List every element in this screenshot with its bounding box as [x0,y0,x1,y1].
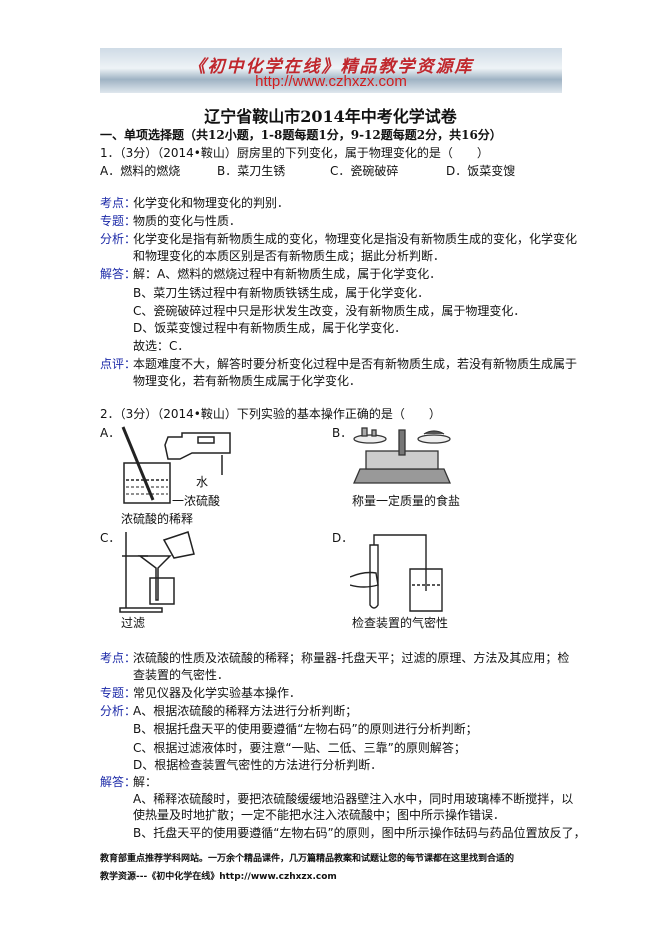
q2-option-c-letter: C． [100,531,121,545]
q2-zhuanti-label: 专题： [100,686,137,700]
q1-zhuanti-label: 专题： [100,214,137,228]
q1-option-b: B．菜刀生锈 [217,164,286,178]
q1-jieda-line: B、菜刀生锈过程中有新物质铁锈生成，属于化学变化． [133,286,430,300]
q1-dianping-label: 点评： [100,357,137,371]
q2-kaodian-line: 查装置的气密性． [133,668,230,682]
q1-jieda-line: D、饭菜变馊过程中有新物质生成，属于化学变化． [133,321,407,335]
q2-option-b-letter: B． [332,426,353,440]
q2-jieda-label: 解答： [100,775,137,789]
q2-option-b-caption: 称量一定质量的食盐 [352,494,461,508]
q2-fenxi-label: 分析： [100,704,137,718]
q2-option-a-letter: A． [100,426,121,440]
q1-option-a: A．燃料的燃烧 [100,164,181,178]
q1-dianping-line: 本题难度不大，解答时要分析变化过程中是否有新物质生成，若没有新物质生成属于 [133,357,578,371]
q1-kaodian-label: 考点： [100,196,137,210]
q2-kaodian-line: 浓硫酸的性质及浓硫酸的稀释；称量器-托盘天平；过滤的原理、方法及其应用；检 [133,651,570,665]
q1-stem: 1．（3分）（2014•鞍山）厨房里的下列变化，属于物理变化的是（ ） [100,146,489,160]
q1-kaodian: 化学变化和物理变化的判别． [133,196,290,210]
q2-kaodian-label: 考点： [100,651,137,665]
fig-a-label-acid: 一浓硫酸 [172,494,221,508]
q2-fenxi-line: C、根据过滤液体时，要注意“一贴、二低、三靠”的原则解答； [133,741,466,755]
footer-line: 教育部重点推荐学科网站。一万余个精品课件，几万篇精品教案和试题让您的每节课都在这… [100,854,515,864]
section-heading: 一、单项选择题（共12小题，1-8题每题1分，9-12题每题2分，共16分） [100,128,502,142]
q2-fenxi-line: A、根据浓硫酸的稀释方法进行分析判断； [133,704,358,718]
q2-fenxi-line: B、根据托盘天平的使用要遵循“左物右码”的原则进行分析判断； [133,722,478,736]
q2-jieda-line: 使热量及时地扩散；一定不能把水注入浓硫酸中；图中所示操作错误． [133,808,506,822]
q1-fenxi-line: 化学变化是指有新物质生成的变化，物理变化是指没有新物质生成的变化，化学变化 [133,232,578,246]
page-title: 辽宁省鞍山市2014年中考化学试卷 [204,107,457,126]
dilution-figure [121,426,231,504]
filtration-figure [119,531,195,613]
q1-jieda-line: C、瓷碗破碎过程中只是形状发生改变，没有新物质生成，属于物理变化． [133,304,526,318]
balance-figure [353,427,451,484]
q2-jieda-line: A、稀释浓硫酸时，要把浓硫酸缓缓地沿器壁注入水中，同时用玻璃棒不断搅拌，以 [133,792,574,806]
q2-jieda-line: B、托盘天平的使用要遵循“左物右码”的原则，图中所示操作砝码与药品位置放反了， [133,826,586,840]
q2-option-d-caption: 检查装置的气密性 [352,616,449,630]
banner-title: 《初中化学在线》精品教学资源库 [188,57,474,77]
q2-stem: 2．（3分）（2014•鞍山）下列实验的基本操作正确的是（ ） [100,407,441,421]
q1-answer: 故选：C． [133,339,190,353]
q1-jieda-label: 解答： [100,267,137,281]
q1-fenxi-label: 分析： [100,232,137,246]
q1-option-d: D．饭菜变馊 [446,164,516,178]
q2-option-d-letter: D． [332,531,354,545]
banner-logo: 《初中化学在线》精品教学资源库 http://www.czhxzx.com [100,48,562,93]
q2-fenxi-line: D、根据检查装置气密性的方法进行分析判断． [133,758,383,772]
q1-dianping-line: 物理变化，若有新物质生成属于化学变化． [133,374,362,388]
q1-fenxi-line: 和物理变化的本质区别是否有新物质生成；据此分析判断． [133,249,446,263]
banner-url: http://www.czhxzx.com [255,73,407,90]
q1-option-c: C．瓷碗破碎 [330,164,399,178]
q2-jieda-line: 解： [133,775,158,789]
q1-jieda-line: 解：A、燃料的燃烧过程中有新物质生成，属于化学变化． [133,267,442,281]
q2-option-a-caption: 浓硫酸的稀释 [121,512,194,526]
q1-zhuanti: 物质的变化与性质． [133,214,242,228]
airtight-check-figure [350,534,443,612]
fig-a-label-water: 水 [196,475,209,489]
q2-option-c-caption: 过滤 [121,616,146,630]
footer-line-link[interactable]: 教学资源---《初中化学在线》http://www.czhxzx.com [100,872,337,882]
q2-zhuanti: 常见仪器及化学实验基本操作． [133,686,302,700]
